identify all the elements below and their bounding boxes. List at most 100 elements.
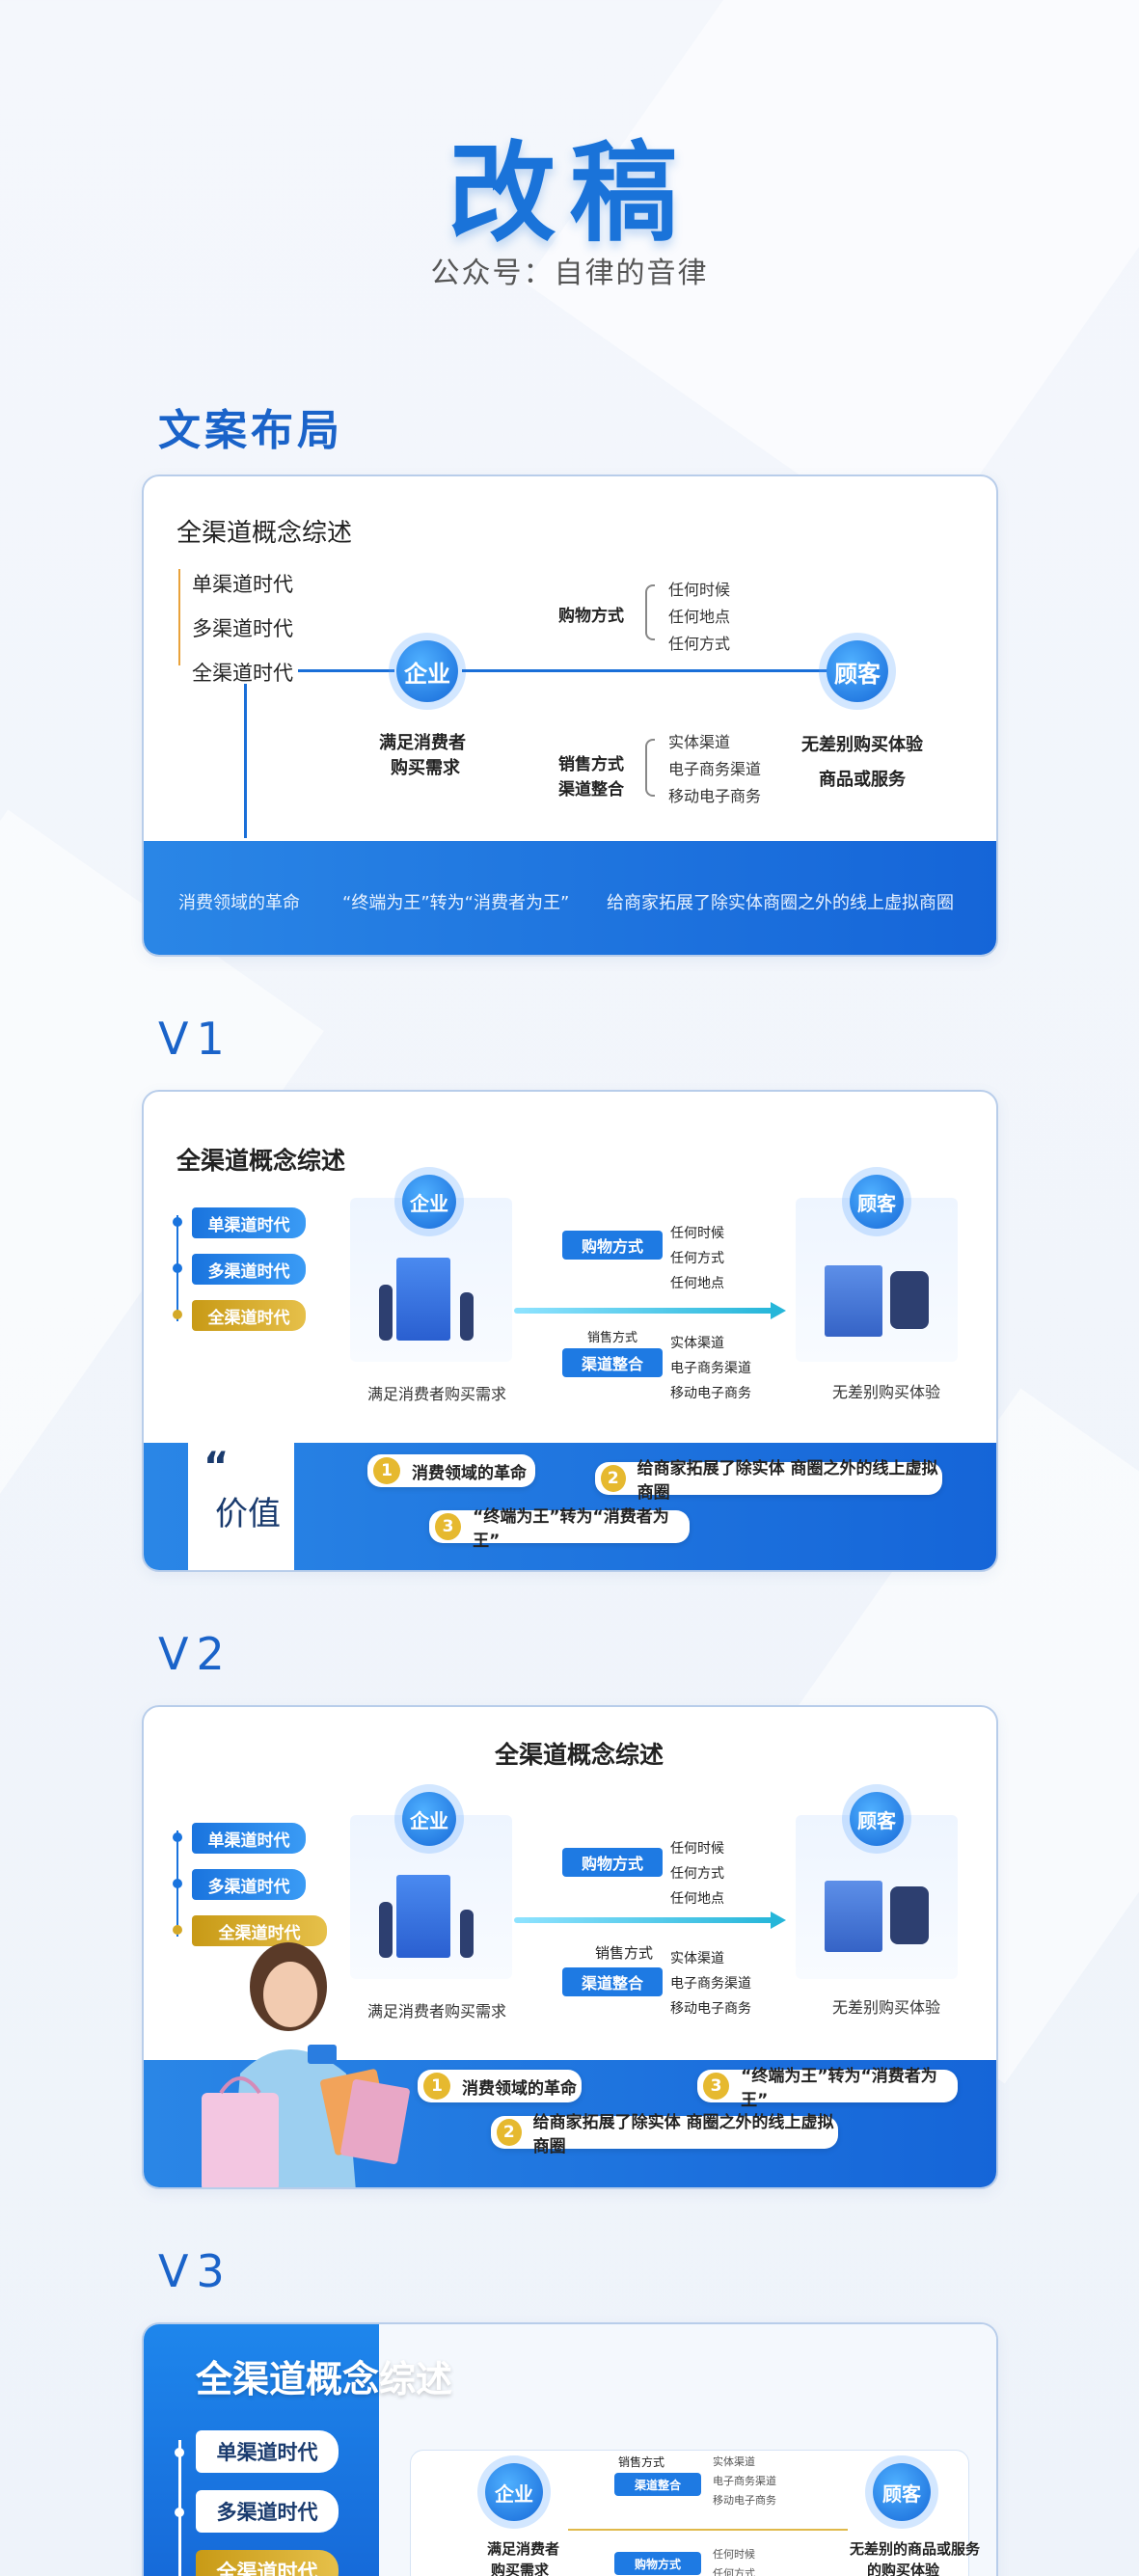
value-point: 3“终端为王”转为“消费者为王”: [429, 1507, 690, 1551]
sell-label: 渠道整合: [558, 780, 624, 800]
era-pill: 单渠道时代: [192, 1207, 306, 1238]
buy-item: 任何时候: [713, 2548, 755, 2561]
customer-caption: 无差别购买体验: [801, 735, 923, 755]
buy-chip: 购物方式: [562, 1231, 663, 1260]
brace: [645, 584, 655, 640]
era-pill: 多渠道时代: [192, 1869, 306, 1900]
timeline-dot: [173, 1879, 182, 1888]
page-subtitle: 公众号：自律的音律: [430, 257, 709, 290]
era-pill: 多渠道时代: [196, 2490, 339, 2533]
band-text: 给商家拓展了除实体商圈之外的线上虚拟商圈: [607, 893, 954, 913]
sell-item: 移动电子商务: [668, 787, 762, 805]
shop-illustration: [825, 1881, 882, 1952]
customer-caption: 无差别购买体验: [832, 1998, 941, 2017]
sell-label: 销售方式: [595, 1944, 654, 1962]
shop-illustration: [825, 1265, 882, 1337]
buy-item: 任何方式: [668, 635, 731, 653]
page-title: 改稿: [447, 131, 692, 257]
timeline-dot: [173, 1310, 182, 1319]
section-heading-v2: V2: [158, 1628, 232, 1680]
value-box: [188, 1424, 294, 1570]
sell-item: 实体渠道: [668, 733, 731, 751]
enterprise-circle: 企业: [485, 2463, 543, 2521]
point-text: “终端为王”转为“消费者为王”: [741, 2067, 937, 2110]
era-pill: 全渠道时代: [192, 1915, 327, 1946]
era-item: 多渠道时代: [192, 617, 293, 640]
customer-circle: 顾客: [873, 2463, 931, 2521]
sell-item: 移动电子商务: [713, 2494, 776, 2507]
point-number: 2: [497, 2119, 522, 2146]
era-bracket: [178, 569, 180, 665]
buy-chip: 购物方式: [614, 2552, 701, 2575]
sell-item: 电子商务渠道: [670, 1976, 751, 1992]
sell-label: 销售方式: [618, 2455, 665, 2469]
section-heading-v1: V1: [158, 1013, 232, 1065]
value-point: 3 “终端为王”转为“消费者为王”: [697, 2067, 958, 2110]
slide-title: 全渠道概念综述: [196, 2358, 453, 2400]
bottom-band: 消费领域的革命 “终端为王”转为“消费者为王” 给商家拓展了除实体商圈之外的线上…: [144, 841, 996, 955]
sell-label: 销售方式: [587, 1331, 638, 1345]
era-pill: 多渠道时代: [192, 1254, 306, 1285]
sell-chip: 渠道整合: [562, 1348, 663, 1377]
era-pill: 全渠道时代: [192, 1300, 306, 1331]
value-label: 价值: [215, 1495, 281, 1533]
buy-chip: 购物方式: [562, 1848, 663, 1877]
customer-circle: 顾客: [850, 1792, 904, 1846]
sell-item: 移动电子商务: [670, 2001, 751, 2017]
era-pill: 单渠道时代: [192, 1823, 306, 1854]
buy-item: 任何地点: [668, 608, 731, 626]
timeline-dot: [175, 2508, 184, 2517]
sell-item: 电子商务渠道: [713, 2475, 776, 2487]
sell-label: 销售方式: [558, 755, 624, 774]
customer-caption: 无差别购买体验: [832, 1383, 941, 1401]
v3-slide: 全渠道概念综述 单渠道时代 多渠道时代 全渠道时代 企业 满足消费者 购买需求 …: [142, 2322, 998, 2576]
era-item: 单渠道时代: [192, 573, 293, 596]
era-pill: 全渠道时代: [196, 2550, 339, 2576]
brace: [645, 739, 655, 797]
arrow-line: [514, 1308, 774, 1314]
customer-caption: 的购买体验: [867, 2562, 940, 2576]
point-text: “终端为王”转为“消费者为王”: [473, 1507, 669, 1551]
enterprise-circle: 企业: [402, 1175, 456, 1229]
customer-circle: 顾客: [850, 1175, 904, 1229]
band-text: 消费领域的革命: [178, 893, 300, 913]
slide-title: 全渠道概念综述: [176, 1147, 346, 1175]
enterprise-circle: 企业: [396, 640, 458, 702]
timeline-dot: [173, 1217, 182, 1227]
connector-line: [244, 684, 247, 838]
section-heading-layout: 文案布局: [158, 406, 343, 455]
arrow-line: [514, 1917, 774, 1923]
timeline-dot: [173, 1263, 182, 1273]
timeline-dot: [173, 1832, 182, 1842]
point-text: 给商家拓展了除实体 商圈之外的线上虚拟商圈: [532, 2113, 834, 2156]
buy-item: 任何时候: [668, 581, 731, 599]
sell-item: 实体渠道: [670, 1336, 724, 1351]
timeline-dot: [175, 2448, 184, 2457]
original-slide: 全渠道概念综述 单渠道时代 多渠道时代 全渠道时代 企业 顾客 满足消费者 购买…: [142, 475, 998, 957]
quote-icon: “: [203, 1445, 230, 1489]
enterprise-caption: 购买需求: [491, 2562, 550, 2576]
buy-item: 任何地点: [670, 1276, 724, 1291]
point-number: 3: [703, 2073, 730, 2100]
buy-item: 任何时候: [670, 1226, 724, 1241]
person-illustration: [890, 1886, 929, 1944]
point-text: 消费领域的革命: [462, 2078, 577, 2099]
building-illustration: [396, 1875, 450, 1958]
value-point: 2 给商家拓展了除实体 商圈之外的线上虚拟商圈: [491, 2113, 838, 2156]
v2-slide: 全渠道概念综述 单渠道时代 多渠道时代 全渠道时代 企业 满足消费者购买需求 购…: [142, 1705, 998, 2189]
point-text: 消费领域的革命: [412, 1463, 527, 1483]
customer-caption: 商品或服务: [819, 770, 906, 790]
person-illustration: [379, 1902, 393, 1958]
enterprise-circle: 企业: [402, 1792, 456, 1846]
buy-item: 任何方式: [713, 2567, 755, 2576]
connector-line: [298, 669, 394, 672]
buy-item: 任何方式: [670, 1866, 724, 1882]
slide-title: 全渠道概念综述: [495, 1741, 664, 1769]
customer-circle: 顾客: [827, 640, 888, 702]
buy-label: 购物方式: [558, 607, 624, 626]
sell-item: 实体渠道: [670, 1951, 724, 1966]
